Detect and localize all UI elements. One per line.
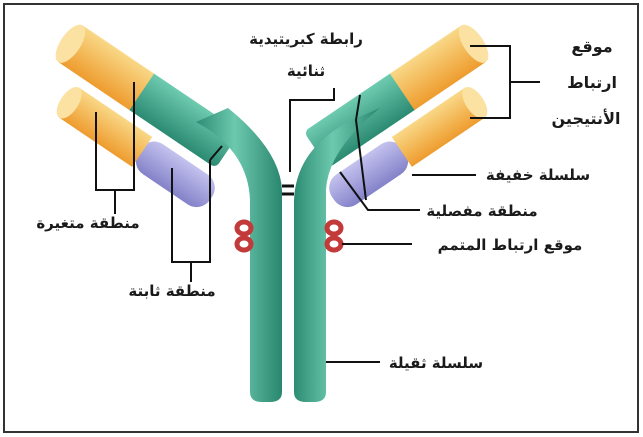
disulfide-bond-label-1: رابطة كبريتيدية [249,30,363,48]
disulfide-bond-label-2: ثنائية [287,62,325,80]
antigen-site-label-1: موقع [571,37,612,56]
light-chain-label: سلسلة خفيفة [486,166,590,184]
antigen-site-label-2: ارتباط [567,73,617,92]
antigen-site-label-3: الأنتيجين [552,109,621,128]
constant-region-label: منطقة ثابتة [128,282,215,300]
heavy-chain-label: سلسلة ثقيلة [389,354,483,372]
hinge-region-label: منطقة مفصلية [426,202,537,220]
complement-site-label: موقع ارتباط المتمم [438,236,583,254]
variable-region-label: منطقة متغيرة [36,214,139,232]
